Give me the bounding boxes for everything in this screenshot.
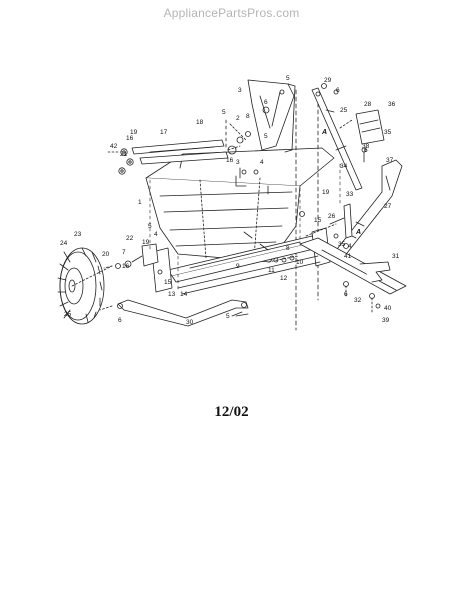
callout: 34	[340, 163, 348, 170]
rotor-shaft-assembly	[107, 123, 251, 175]
callout: 26	[328, 213, 336, 220]
callout: 38	[362, 143, 370, 150]
callout: 36	[388, 101, 396, 108]
callout: 8	[286, 245, 290, 252]
callout: 19	[142, 239, 150, 246]
callout: 42	[110, 143, 118, 150]
callout: 3	[238, 87, 242, 94]
callout: 28	[364, 101, 372, 108]
callout: 5	[226, 313, 230, 320]
callout: 20	[102, 251, 110, 258]
callout: 9	[236, 263, 240, 270]
callout: 16	[122, 263, 130, 270]
callout-a: A	[321, 129, 327, 136]
callout: 15	[164, 279, 172, 286]
callout: 5	[148, 223, 152, 230]
callout: 1	[138, 199, 142, 206]
callout: 31	[392, 253, 400, 260]
date-code: 12/02	[214, 404, 249, 420]
callout: 24	[60, 240, 68, 247]
callout: 19	[130, 129, 138, 136]
callout: 40	[384, 305, 392, 312]
callout: 25	[64, 311, 72, 318]
callout: 7	[122, 249, 126, 256]
callout: 5	[286, 75, 290, 82]
fasteners	[231, 83, 339, 317]
wheel	[57, 247, 113, 325]
callout-a: A	[355, 229, 361, 236]
callout: 2	[236, 115, 240, 122]
flow-control-bracket	[355, 109, 385, 163]
callout: 14	[180, 291, 188, 298]
left-gear-bracket	[103, 243, 159, 269]
callout: 10	[296, 259, 304, 266]
callout: 4	[154, 231, 158, 238]
callout: 33	[346, 191, 354, 198]
callout: 18	[196, 119, 204, 126]
callout: 3	[236, 159, 240, 166]
tow-bar	[99, 299, 249, 327]
callout: 37	[386, 157, 394, 164]
callout: 6	[118, 317, 122, 324]
callout: 22	[126, 235, 134, 242]
callout: 21	[120, 151, 128, 158]
assembly-guides	[149, 163, 341, 291]
callout: 19	[322, 189, 330, 196]
callout: 23	[74, 231, 82, 238]
callout: 16	[226, 157, 234, 164]
callout: 8	[246, 113, 250, 120]
watermark: AppliancePartsPros.com	[163, 6, 300, 20]
callout: 29	[324, 77, 332, 84]
callout: 4	[348, 243, 352, 250]
lower-frame	[299, 237, 407, 313]
callout: 15	[314, 217, 322, 224]
callout: 35	[338, 241, 346, 248]
callout: 35	[384, 129, 392, 136]
callout: 41	[344, 253, 352, 260]
callout: 16	[126, 135, 134, 142]
callout: 13	[168, 291, 176, 298]
callout: 6	[344, 291, 348, 298]
callout: 4	[260, 159, 264, 166]
callout: 5	[264, 133, 268, 140]
callout: 6	[264, 99, 268, 106]
control-rod	[311, 87, 363, 191]
callout-labels: 1 2 3 3 4 4 4 5 5 5 5 5 6 6 6 6 6 7 8 8 …	[60, 75, 400, 326]
callout: 12	[280, 275, 288, 282]
callout: 5	[222, 109, 226, 116]
callout: 39	[382, 317, 390, 324]
hopper-bracket	[225, 79, 319, 331]
callout: 6	[336, 87, 340, 94]
callout: 6	[364, 147, 368, 154]
control-linkage	[305, 203, 353, 249]
callout: 27	[384, 203, 392, 210]
callout: 32	[354, 297, 362, 304]
callout: 25	[340, 107, 348, 114]
callout: 17	[160, 129, 168, 136]
callout: 30	[186, 319, 194, 326]
callout: 11	[268, 267, 275, 274]
